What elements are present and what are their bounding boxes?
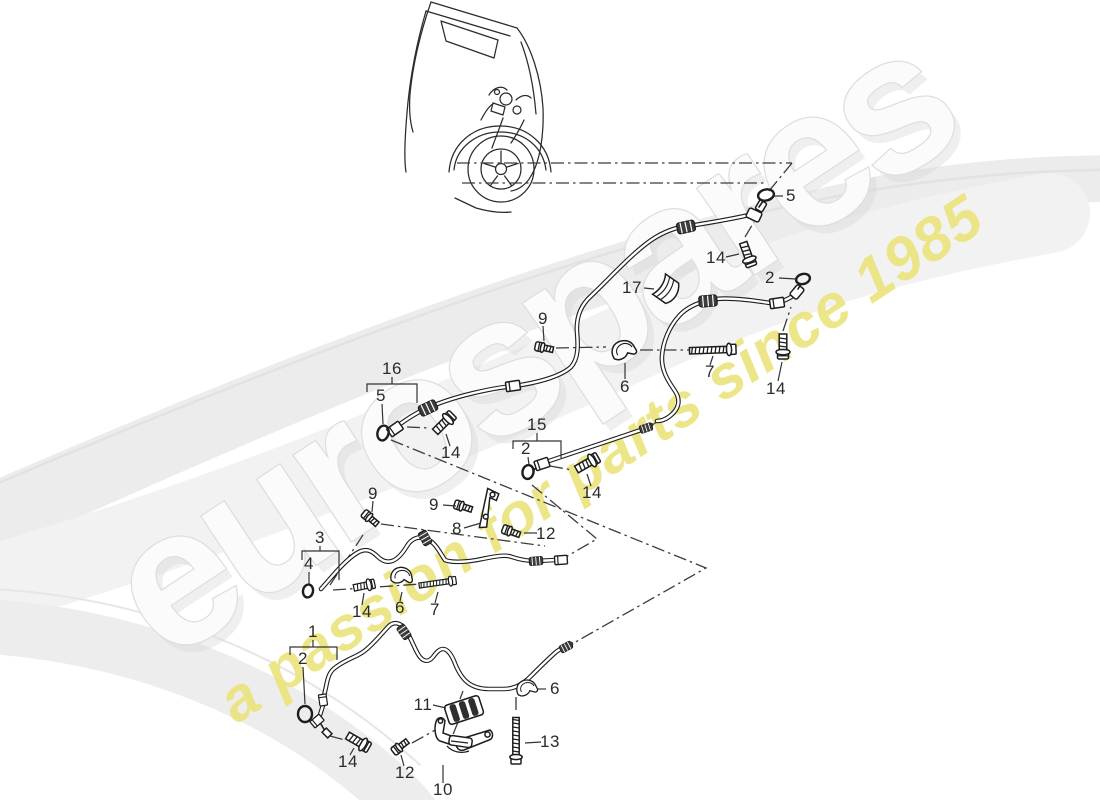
callout-14d: 14: [582, 483, 602, 502]
wheel-spokes: [483, 150, 519, 187]
callout-5a: 5: [786, 186, 796, 205]
callout-7a: 7: [705, 362, 715, 381]
callout-11: 11: [413, 695, 433, 714]
callout-9a: 9: [538, 309, 548, 328]
callout-7b: 7: [430, 600, 440, 619]
callout-14e: 14: [352, 602, 372, 621]
callout-13: 13: [540, 732, 560, 751]
callout-12b: 12: [395, 763, 415, 782]
callout-6c: 6: [550, 679, 560, 698]
callout-9c: 9: [429, 495, 439, 514]
o-rings: [296, 188, 812, 724]
o-ring-4-group3: [301, 583, 315, 599]
callout-3: 3: [315, 528, 325, 547]
callout-2b: 2: [521, 439, 531, 458]
callout-8: 8: [452, 519, 462, 538]
callout-6a: 6: [620, 377, 630, 396]
clamp-block-11: [443, 694, 485, 726]
callout-5b: 5: [376, 386, 386, 405]
o-ring-2-group15: [521, 463, 535, 481]
o-ring-2-group1: [296, 704, 314, 724]
leader-lines: [289, 195, 797, 783]
clamps-brackets: [389, 273, 684, 753]
elbow-union-top: [745, 199, 768, 223]
callout-14a: 14: [706, 248, 726, 267]
callout-2c: 2: [298, 649, 308, 668]
callout-14c: 14: [441, 443, 461, 462]
crimps-and-fittings: [309, 199, 805, 729]
callout-1: 1: [308, 622, 318, 641]
callout-9b: 9: [368, 484, 378, 503]
callout-14f: 14: [338, 752, 358, 771]
car-parts-cluster: [480, 86, 532, 149]
callout-14b: 14: [766, 379, 786, 398]
construction-lines: [329, 162, 793, 744]
callout-12a: 12: [536, 524, 556, 543]
o-ring-5-top: [756, 188, 776, 202]
callout-17: 17: [622, 278, 642, 297]
callout-15: 15: [527, 415, 547, 434]
callout-16: 16: [382, 359, 402, 378]
callout-4: 4: [304, 554, 314, 573]
hose-2-17: [654, 292, 797, 424]
callout-6b: 6: [395, 598, 405, 617]
o-ring-5-group16: [376, 424, 390, 442]
clamp-6-bottom: [515, 678, 539, 698]
bolt-13: [509, 716, 523, 765]
callout-2a: 2: [765, 268, 775, 287]
o-ring-2-right: [794, 272, 812, 286]
pipe-1-end-cap: [320, 726, 334, 740]
bracket-10-assembly: [434, 717, 494, 753]
car-sketch: [404, 1, 552, 213]
callout-10: 10: [433, 780, 453, 799]
